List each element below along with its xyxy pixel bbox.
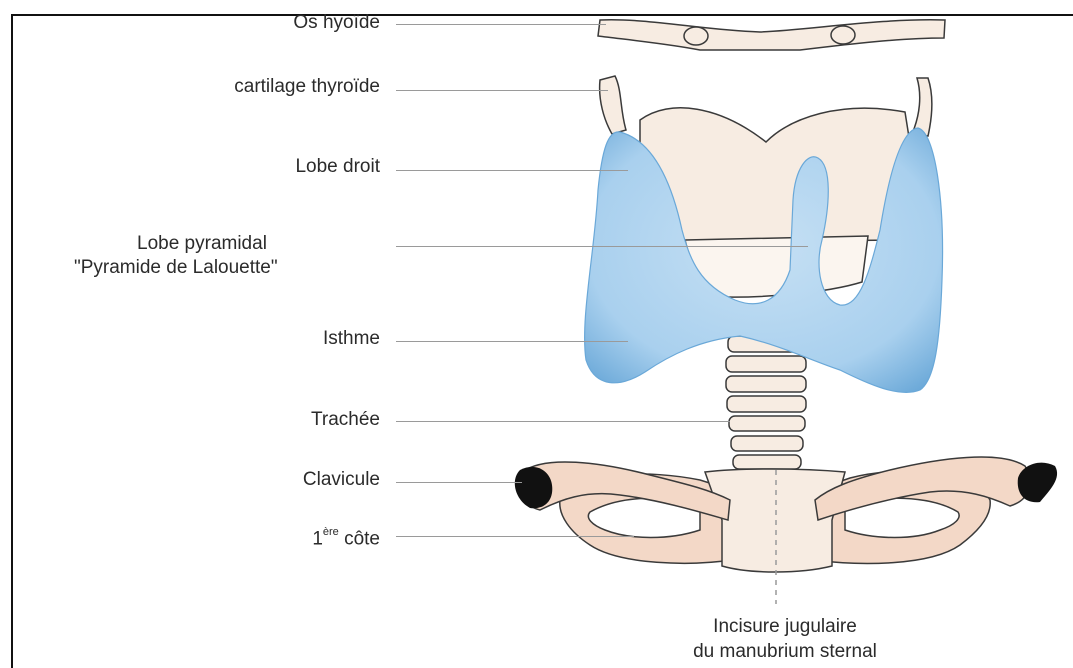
manubrium [705,469,845,572]
leader-isthme [396,341,628,342]
label-lobe-pyramidal: Lobe pyramidal [137,233,267,255]
trachea-rings [726,336,806,469]
label-trachee: Trachée [150,409,380,431]
leader-clavicule [396,482,522,483]
leader-trachee [396,421,730,422]
incisure-line-1: Incisure jugulaire [600,614,970,639]
leader-premiere-cote [396,536,634,537]
leader-os-hyoide [396,24,606,25]
label-lobe-droit: Lobe droit [150,156,380,178]
label-cartilage-thyroide: cartilage thyroïde [80,76,380,98]
label-premiere-cote: 1ère côte [150,523,380,550]
label-isthme: Isthme [150,328,380,350]
leader-cartilage-thyroide [396,90,608,91]
sternum-and-ribs [515,457,1057,572]
incisure-line-2: du manubrium sternal [600,639,970,664]
label-clavicule: Clavicule [150,469,380,491]
leader-lobe-pyramidal [396,246,808,247]
hyoid-bone [598,20,945,50]
label-pyramide-de-lalouette: "Pyramide de Lalouette" [74,257,278,279]
label-os-hyoide: Os hyoïde [150,12,380,34]
leader-lobe-droit [396,170,628,171]
label-incisure-jugulaire: Incisure jugulaire du manubrium sternal [600,614,970,664]
